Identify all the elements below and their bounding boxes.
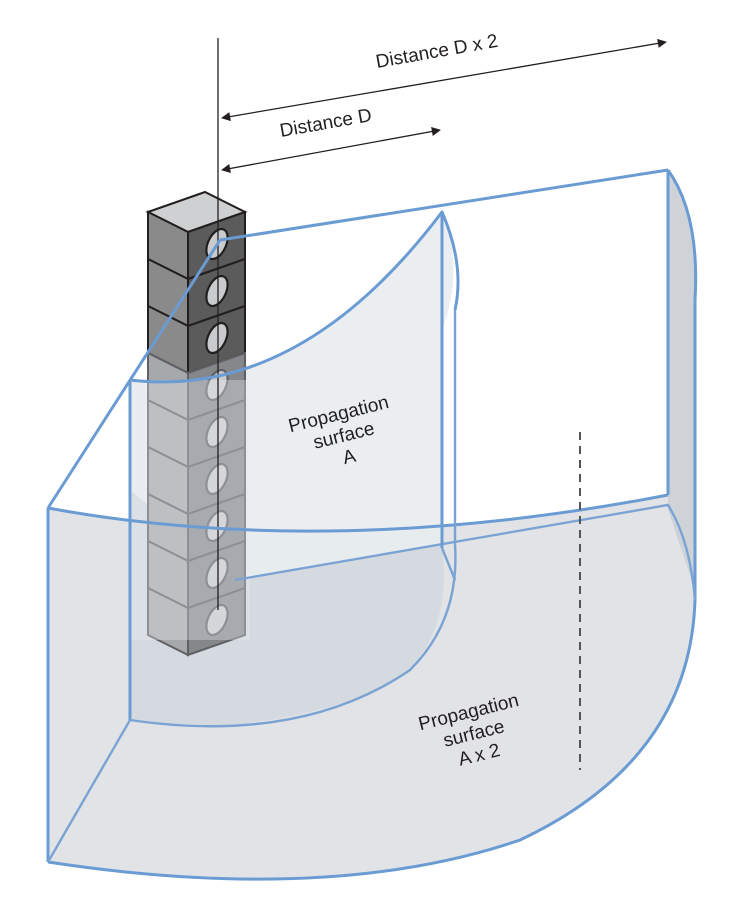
speaker-cabinet (147, 351, 246, 422)
driver-icon (205, 274, 229, 308)
speaker-cabinet (147, 586, 246, 657)
inner-surface-edges (128, 210, 460, 728)
speaker-cabinet (147, 304, 246, 375)
driver-icon (205, 462, 229, 496)
driver-icon (205, 415, 229, 449)
surface-overlay (130, 380, 250, 640)
driver-icon (205, 603, 229, 637)
driver-icon (205, 321, 229, 355)
surface-a-label-line3: A (341, 446, 359, 470)
distance-2d-label: Distance D x 2 (374, 31, 499, 73)
speaker-cabinet (147, 257, 246, 328)
distance-2d-arrow (221, 38, 667, 122)
driver-icon (205, 556, 229, 590)
distance-d-arrow (221, 127, 441, 173)
speaker-cabinet (147, 539, 246, 610)
speaker-column (145, 190, 248, 657)
distance-d-label: Distance D (278, 105, 373, 142)
